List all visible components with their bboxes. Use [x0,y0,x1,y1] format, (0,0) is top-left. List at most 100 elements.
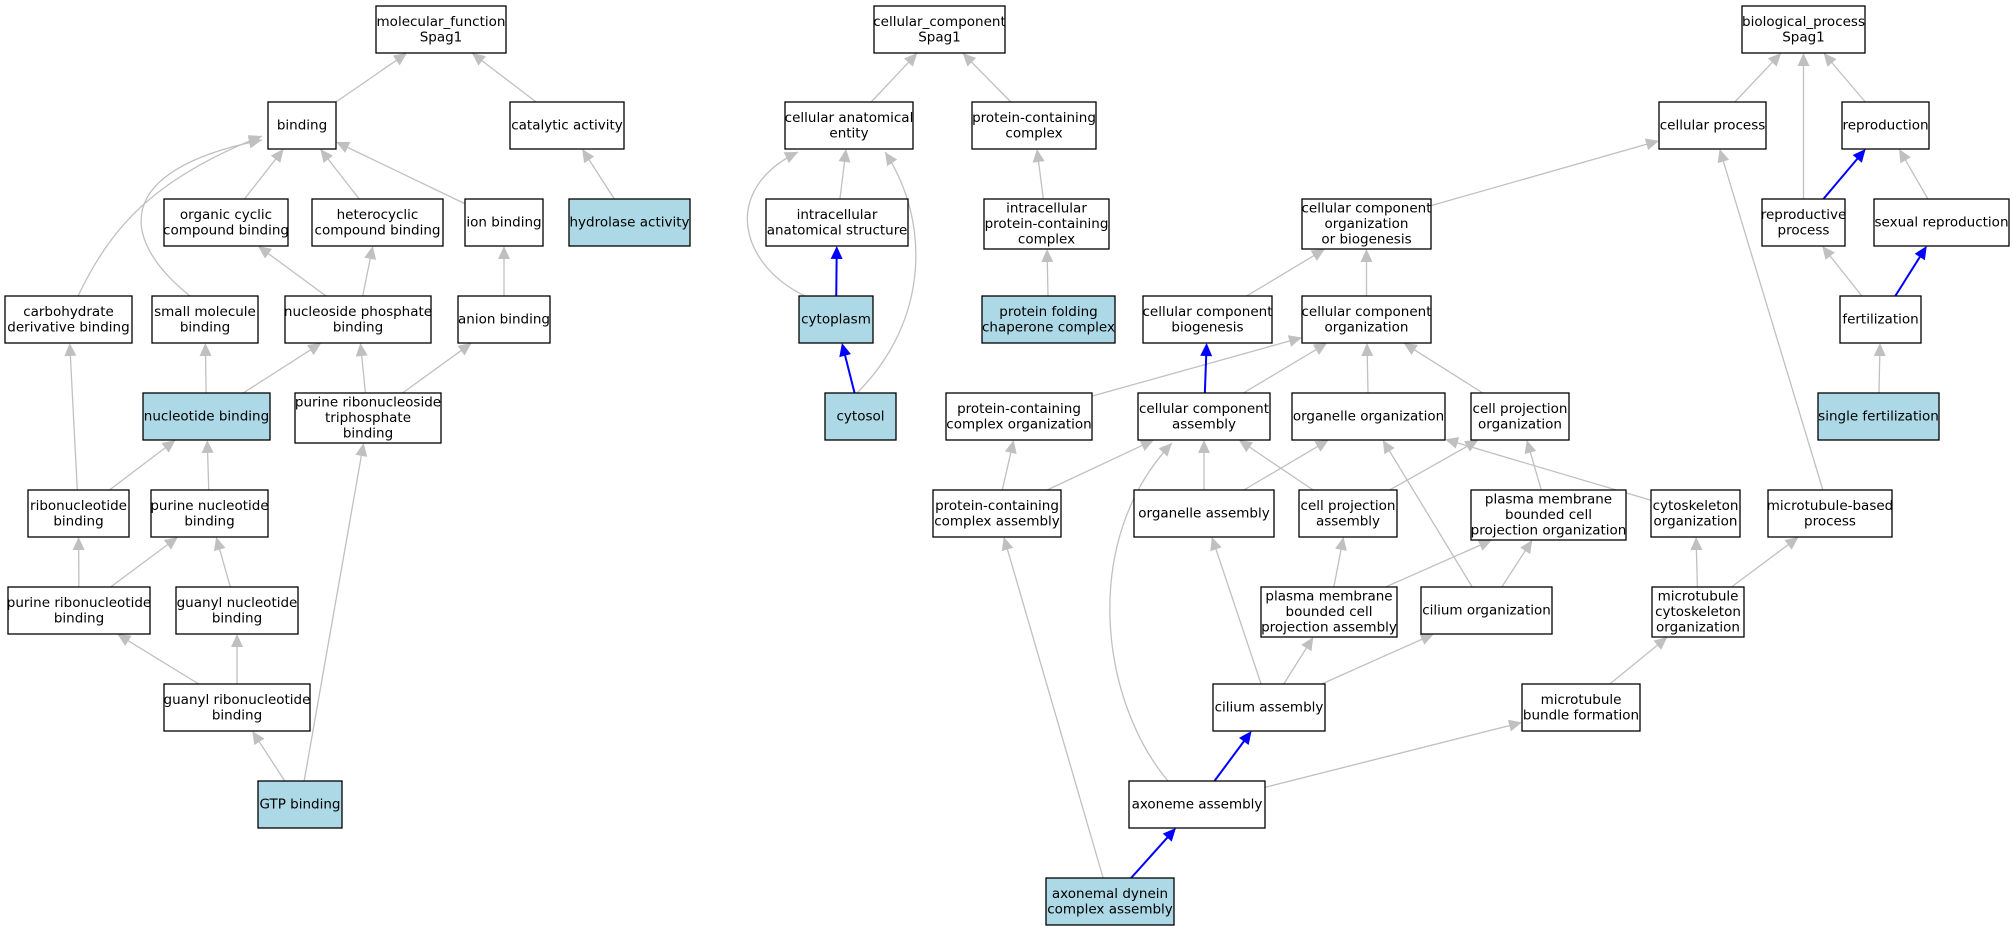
node-singlefert[interactable]: single fertilization [1817,392,1940,441]
node-ciliumasm[interactable]: cilium assembly [1212,683,1326,732]
node-hydrolase[interactable]: hydrolase activity [568,198,691,247]
arrowhead [1198,440,1210,453]
node-label: ribonucleotide [30,498,127,514]
node-label: assembly [1316,513,1380,529]
node-label: organic cyclic [180,207,272,223]
node-label: guanyl ribonucleotide [164,692,311,708]
arrowhead [231,634,243,647]
node-catalytic[interactable]: catalytic activity [509,101,625,150]
node-ciliumorg[interactable]: cilium organization [1420,586,1553,635]
node-ion[interactable]: ion binding [464,198,544,247]
edge-axoneme-to-ciliumasm [1213,731,1252,782]
node-binding[interactable]: binding [267,101,337,150]
node-label: binding [212,707,262,723]
edge-line [1695,548,1699,588]
node-orgasm[interactable]: organelle assembly [1133,489,1275,538]
arrowhead [355,343,368,357]
node-orgorg[interactable]: organelle organization [1291,392,1446,441]
edge-line [1904,159,1929,200]
node-box [457,295,551,344]
arrowhead [64,343,77,357]
node-label: bounded cell [1505,507,1592,523]
node-cellproc[interactable]: cellular process [1658,101,1767,150]
edge-guanylribo-to-purribo [117,634,200,685]
node-box [163,683,311,732]
node-box [1817,392,1940,441]
edge-line [1722,160,1824,491]
node-label: carbohydrate [23,304,114,320]
edge-line [1203,354,1208,394]
node-label: cytoplasm [801,312,871,328]
arrowhead [1162,828,1176,842]
node-sexrepro[interactable]: sexual reproduction [1873,198,2010,247]
edge-line [746,151,806,297]
node-axoneme[interactable]: axoneme assembly [1128,780,1266,829]
node-repro[interactable]: reproduction [1841,101,1930,150]
node-cytoplasm[interactable]: cytoplasm [798,295,874,344]
arrowhead [257,246,273,259]
node-box [284,295,432,344]
edge-line [1248,446,1314,491]
node-cytosol[interactable]: cytosol [824,392,897,441]
arrowhead [307,343,322,356]
node-box [1298,489,1398,538]
arrowhead [783,152,798,164]
arrowhead [320,149,334,163]
edge-line [218,548,231,588]
node-label: projection assembly [1261,620,1397,636]
node-label: process [1778,222,1830,238]
edge-line [69,354,78,491]
node-anion[interactable]: anion binding [457,295,551,344]
node-nucleotide[interactable]: nucleotide binding [142,392,271,441]
arrowhead [163,537,178,550]
edge-line [870,61,910,103]
edge-prntp-to-nucphos [355,343,368,394]
edge-ias-to-cae [838,149,851,200]
edge-cpa-to-cca [1238,440,1314,491]
arrowhead [839,343,851,358]
node-box [1470,392,1570,441]
node-gtp[interactable]: GTP binding [257,780,343,829]
node-label: biogenesis [1171,319,1243,335]
edge-anion-to-ion [498,246,510,296]
node-fert[interactable]: fertilization [1839,295,1922,344]
edge-repro-to-bp [1823,53,1866,103]
edge-line [1385,544,1482,588]
